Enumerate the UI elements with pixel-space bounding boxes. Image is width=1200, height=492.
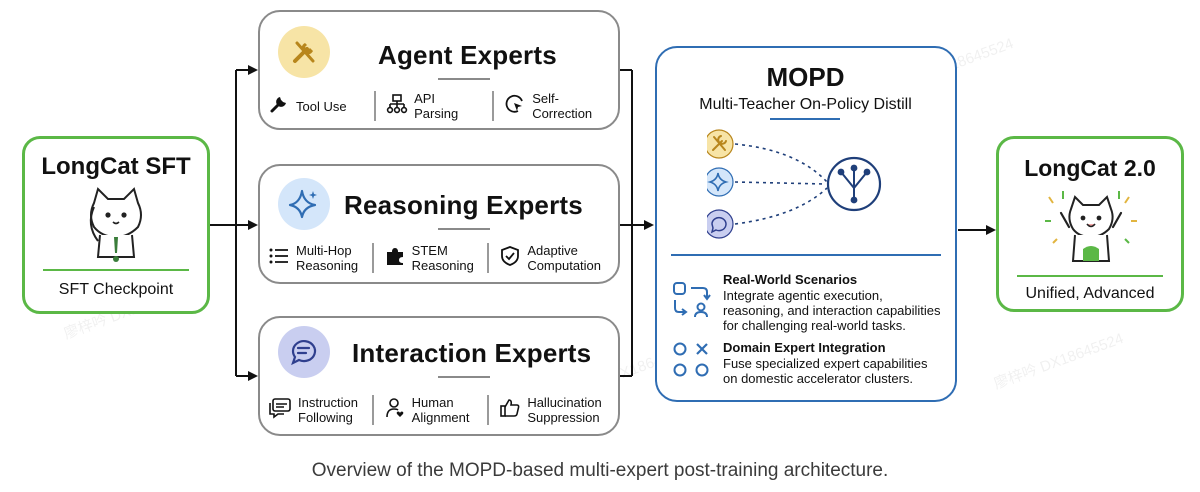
celebrating-cat-icon bbox=[1045, 191, 1137, 262]
subitem-label: Self- Correction bbox=[532, 91, 593, 121]
sft-box: LongCat SFT SFT Checkpoint bbox=[22, 136, 210, 314]
subitem-label: Tool Use bbox=[296, 98, 347, 114]
mopd-subtitle: Multi-Teacher On-Policy Distill bbox=[699, 96, 912, 113]
output-label: Unified, Advanced bbox=[1025, 285, 1155, 302]
subitem-human-alignment: Human Alignment bbox=[384, 395, 478, 425]
subitem-stem: STEM Reasoning bbox=[384, 243, 478, 273]
feature-title: Real-World Scenarios bbox=[723, 272, 858, 287]
output-title: LongCat 2.0 bbox=[1024, 155, 1156, 181]
subitem-multi-hop: Multi-Hop Reasoning bbox=[268, 243, 362, 273]
feature-title: Domain Expert Integration bbox=[723, 340, 886, 355]
scenario-flow-icon bbox=[673, 282, 711, 318]
title-divider bbox=[438, 376, 490, 378]
api-tree-icon bbox=[386, 93, 408, 120]
separator bbox=[371, 243, 374, 273]
separator bbox=[371, 395, 374, 425]
separator bbox=[492, 91, 495, 121]
mopd-title: MOPD bbox=[766, 62, 845, 92]
person-heart-icon bbox=[384, 397, 406, 424]
subitem-hallucination: Hallucination Suppression bbox=[499, 395, 610, 425]
teacher-interaction-icon bbox=[707, 209, 734, 239]
subitem-label: STEM Reasoning bbox=[411, 243, 474, 273]
teacher-reasoning-icon bbox=[707, 167, 734, 197]
reasoning-experts-box: Reasoning Experts Multi-Hop Reasoning ST… bbox=[258, 164, 620, 284]
figure-caption: Overview of the MOPD-based multi-expert … bbox=[311, 460, 889, 481]
reasoning-experts-title: Reasoning Experts bbox=[344, 190, 583, 220]
separator bbox=[487, 395, 490, 425]
title-divider bbox=[438, 228, 490, 230]
separator bbox=[374, 91, 377, 121]
distill-graphic bbox=[707, 129, 882, 239]
subitem-adaptive: Adaptive Computation bbox=[499, 243, 610, 273]
sft-divider bbox=[43, 269, 189, 271]
subitem-api-parsing: API Parsing bbox=[386, 91, 482, 121]
shield-check-icon bbox=[499, 245, 521, 272]
list-icon bbox=[268, 245, 290, 272]
mopd-box: MOPD Multi-Teacher On-Policy Distill Rea… bbox=[655, 46, 957, 402]
interaction-subitems: Instruction Following Human Alignment Ha… bbox=[268, 392, 610, 428]
subitem-instruction: Instruction Following bbox=[268, 395, 362, 425]
separator bbox=[487, 243, 490, 273]
cat-mascot-icon bbox=[89, 187, 142, 262]
puzzle-icon bbox=[384, 245, 406, 272]
subitem-self-correction: Self- Correction bbox=[504, 91, 610, 121]
subitem-label: Multi-Hop Reasoning bbox=[296, 243, 359, 273]
output-box: LongCat 2.0 Unified, Advanced bbox=[996, 136, 1184, 312]
subitem-label: Human Alignment bbox=[411, 395, 470, 425]
mopd-divider bbox=[671, 254, 941, 256]
interaction-experts-box: Interaction Experts Instruction Followin… bbox=[258, 316, 620, 436]
wrench-icon bbox=[268, 93, 290, 120]
self-correction-icon bbox=[504, 93, 526, 120]
message-icon bbox=[268, 397, 292, 424]
sft-title: LongCat SFT bbox=[41, 153, 191, 180]
thumbs-up-icon bbox=[499, 397, 521, 424]
mopd-title-divider bbox=[770, 118, 840, 120]
sft-label: SFT Checkpoint bbox=[58, 281, 174, 298]
expert-grid-icon bbox=[673, 342, 709, 377]
feature-desc: Fuse specialized expert capabilities on … bbox=[723, 356, 928, 386]
subitem-label: Hallucination Suppression bbox=[527, 395, 602, 425]
subitem-tool-use: Tool Use bbox=[268, 93, 364, 120]
title-divider bbox=[438, 78, 490, 80]
feature-desc: Integrate agentic execution, reasoning, … bbox=[723, 288, 941, 333]
interaction-experts-title: Interaction Experts bbox=[352, 338, 592, 368]
agent-experts-box: Agent Experts Tool Use API Parsing Self-… bbox=[258, 10, 620, 130]
output-divider bbox=[1017, 275, 1163, 277]
chat-bubble-icon bbox=[278, 326, 330, 378]
agent-subitems: Tool Use API Parsing Self- Correction bbox=[268, 88, 610, 124]
subitem-label: API Parsing bbox=[414, 91, 459, 121]
subitem-label: Adaptive Computation bbox=[527, 243, 602, 273]
sparkle-icon bbox=[278, 178, 330, 230]
subitem-label: Instruction Following bbox=[298, 395, 358, 425]
agent-experts-title: Agent Experts bbox=[378, 40, 557, 70]
reasoning-subitems: Multi-Hop Reasoning STEM Reasoning Adapt… bbox=[268, 240, 610, 276]
tools-icon bbox=[278, 26, 330, 78]
